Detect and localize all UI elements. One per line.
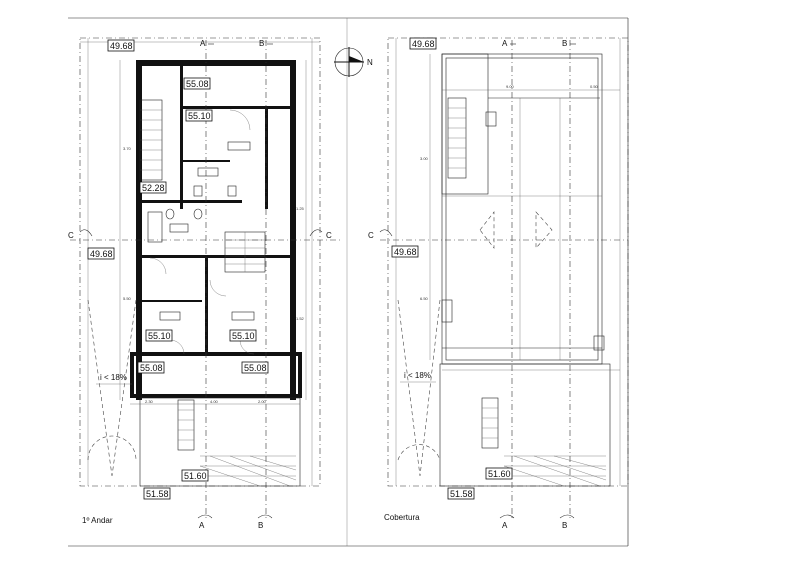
svg-text:1.52: 1.52: [296, 316, 305, 321]
svg-text:55.08: 55.08: [244, 363, 267, 373]
svg-text:51.60: 51.60: [488, 469, 511, 479]
svg-text:B: B: [562, 521, 567, 530]
plan-caption: 1º Andar: [82, 516, 113, 525]
svg-text:51.58: 51.58: [146, 489, 169, 499]
svg-text:55.08: 55.08: [140, 363, 163, 373]
section-marker: C: [309, 229, 332, 240]
svg-text:A: A: [502, 521, 508, 530]
svg-text:49.68: 49.68: [110, 41, 133, 51]
svg-text:49.68: 49.68: [412, 39, 435, 49]
svg-text:C: C: [326, 231, 332, 240]
svg-text:2.30: 2.30: [145, 399, 154, 404]
level-marker: 51.60: [181, 469, 209, 482]
svg-text:5.50: 5.50: [123, 296, 132, 301]
svg-text:49.68: 49.68: [394, 247, 417, 257]
svg-text:3.70: 3.70: [123, 146, 132, 151]
svg-text:3.00: 3.00: [420, 156, 429, 161]
level-marker: 51.58: [447, 487, 475, 500]
svg-text:1.25: 1.25: [296, 206, 305, 211]
level-marker: 49.68: [87, 247, 115, 260]
svg-text:C: C: [368, 231, 374, 240]
level-marker: 55.08: [183, 77, 211, 90]
section-marker: A: [197, 514, 213, 530]
section-marker: B: [559, 514, 575, 530]
section-marker: A: [502, 39, 516, 48]
svg-text:6.50: 6.50: [420, 296, 429, 301]
plan-first-floor: 2.30 4.00 2.00 3.70 5.50 1.25 1.52 49.68…: [68, 37, 340, 530]
slope-label: i < 18%: [404, 371, 431, 380]
section-marker: A: [200, 39, 214, 48]
section-marker: C: [68, 229, 93, 240]
svg-text:55.10: 55.10: [232, 331, 255, 341]
level-marker: 49.68: [409, 37, 437, 50]
svg-text:51.60: 51.60: [184, 471, 207, 481]
svg-text:B: B: [258, 521, 263, 530]
level-marker: 55.10: [229, 329, 257, 342]
level-marker: 49.68: [107, 39, 135, 52]
svg-text:51.58: 51.58: [450, 489, 473, 499]
sheet-frame: [68, 17, 629, 547]
svg-text:55.10: 55.10: [148, 331, 171, 341]
level-marker: 55.10: [185, 109, 213, 122]
section-marker: A: [499, 514, 515, 530]
section-marker: B: [562, 39, 576, 48]
svg-text:55.08: 55.08: [186, 79, 209, 89]
plan-caption: Cobertura: [384, 513, 420, 522]
level-marker: 51.60: [485, 467, 513, 480]
svg-text:52.28: 52.28: [142, 183, 165, 193]
svg-text:9.00: 9.00: [506, 84, 515, 89]
section-marker: B: [259, 39, 273, 48]
svg-text:B: B: [259, 39, 264, 48]
section-marker: B: [257, 514, 273, 530]
svg-text:4.00: 4.00: [210, 399, 219, 404]
svg-text:B: B: [562, 39, 567, 48]
svg-text:0.50: 0.50: [590, 84, 599, 89]
svg-text:C: C: [68, 231, 74, 240]
svg-text:A: A: [502, 39, 508, 48]
north-label: N: [367, 58, 373, 67]
north-arrow-icon: N: [334, 47, 373, 77]
level-marker: 51.58: [143, 487, 171, 500]
slope-label: i < 18%: [100, 373, 127, 382]
svg-text:2.00: 2.00: [258, 399, 267, 404]
svg-text:55.10: 55.10: [188, 111, 211, 121]
svg-text:A: A: [200, 39, 206, 48]
svg-text:49.68: 49.68: [90, 249, 113, 259]
level-marker: 49.68: [391, 245, 419, 258]
plan-roof: 9.00 0.50 3.00 6.50 49.68 49.68 51.60 51…: [368, 37, 629, 530]
level-marker: 55.08: [241, 361, 269, 374]
svg-text:A: A: [199, 521, 205, 530]
level-marker: 55.08: [137, 361, 165, 374]
level-marker: 52.28: [139, 181, 167, 194]
section-marker: C: [368, 229, 393, 240]
level-marker: 55.10: [145, 329, 173, 342]
